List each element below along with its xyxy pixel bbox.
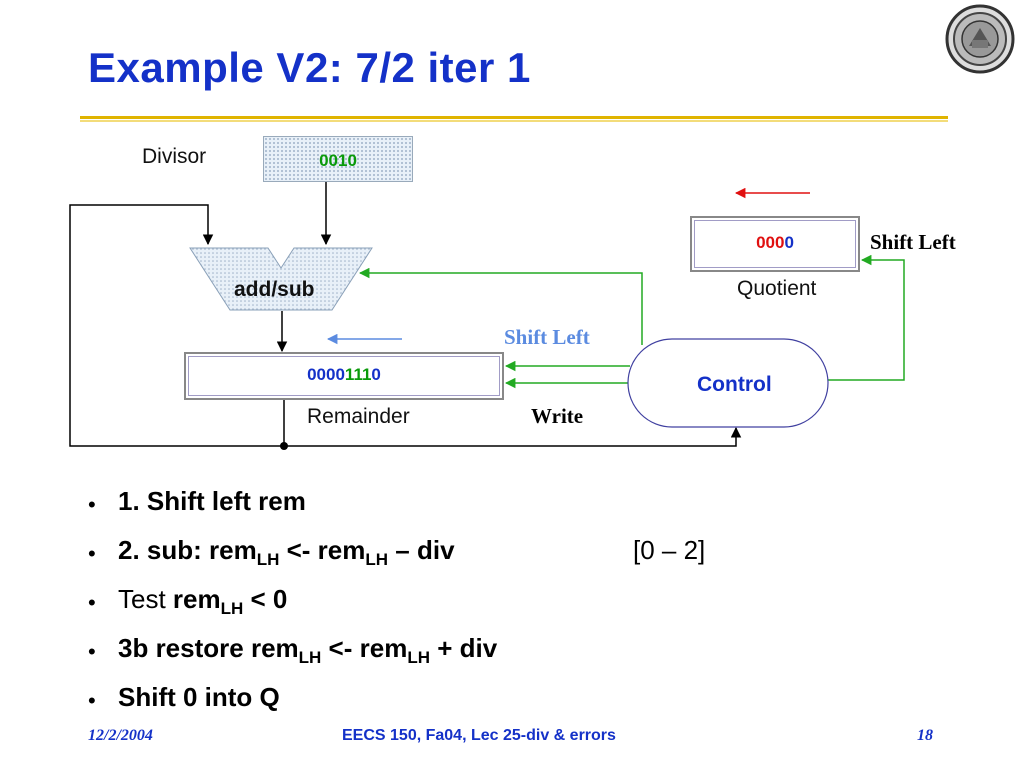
bus-junction-dot xyxy=(280,442,288,450)
divisor-label: Divisor xyxy=(142,145,207,168)
footer-page-number: 18 xyxy=(917,727,933,744)
alu-label: add/sub xyxy=(234,278,315,301)
bullet-text-2: 2. sub: remLH <- remLH – div xyxy=(118,535,455,569)
university-seal-icon xyxy=(945,4,1015,74)
control-block xyxy=(627,338,829,428)
remainder-value: 00001110 xyxy=(186,365,502,385)
title-underline xyxy=(80,116,948,119)
quotient-value: 0000 xyxy=(692,233,858,253)
quotient-shift-left-label: Shift Left xyxy=(870,230,956,254)
bullet-text-5: Shift 0 into Q xyxy=(118,682,280,712)
control-to-alu-wire xyxy=(358,267,643,345)
bullet-dot: • xyxy=(88,492,96,517)
control-to-quotient-wire xyxy=(828,254,905,381)
bullet-dot: • xyxy=(88,639,96,664)
quotient-label: Quotient xyxy=(737,277,817,300)
bullet-range: [0 – 2] xyxy=(633,535,706,565)
title-underline-shadow xyxy=(80,120,948,122)
slide-title: Example V2: 7/2 iter 1 xyxy=(88,44,531,91)
footer-date: 12/2/2004 xyxy=(88,727,153,744)
footer-course: EECS 150, Fa04, Lec 25-div & errors xyxy=(342,727,616,744)
remainder-feedback-wire xyxy=(69,204,284,447)
bullet-dot: • xyxy=(88,541,96,566)
write-label: Write xyxy=(531,404,584,428)
bullet-text-4: 3b restore remLH <- remLH + div xyxy=(118,633,498,667)
remainder-value-mid: 111 xyxy=(344,365,372,384)
divisor-value: 0010 xyxy=(319,151,357,170)
bullet-text-3: Test remLH < 0 xyxy=(118,584,288,618)
remainder-shift-left-label: Shift Left xyxy=(504,325,590,349)
alu-shape xyxy=(189,247,373,311)
remainder-label: Remainder xyxy=(307,405,410,428)
remainder-value-low: 0 xyxy=(371,365,381,384)
quotient-value-high: 000 xyxy=(756,233,785,252)
control-label: Control xyxy=(697,373,772,396)
bullet-dot: • xyxy=(88,590,96,615)
bus-to-control-wire xyxy=(284,426,742,447)
bullet-text-1: 1. Shift left rem xyxy=(118,486,306,516)
quotient-value-low: 0 xyxy=(784,233,794,252)
remainder-register: 00001110 xyxy=(184,352,504,400)
bullet-dot: • xyxy=(88,688,96,713)
quotient-register: 0000 xyxy=(690,216,860,272)
remainder-value-high: 0000 xyxy=(307,365,345,384)
divisor-register: 0010 xyxy=(263,136,413,182)
